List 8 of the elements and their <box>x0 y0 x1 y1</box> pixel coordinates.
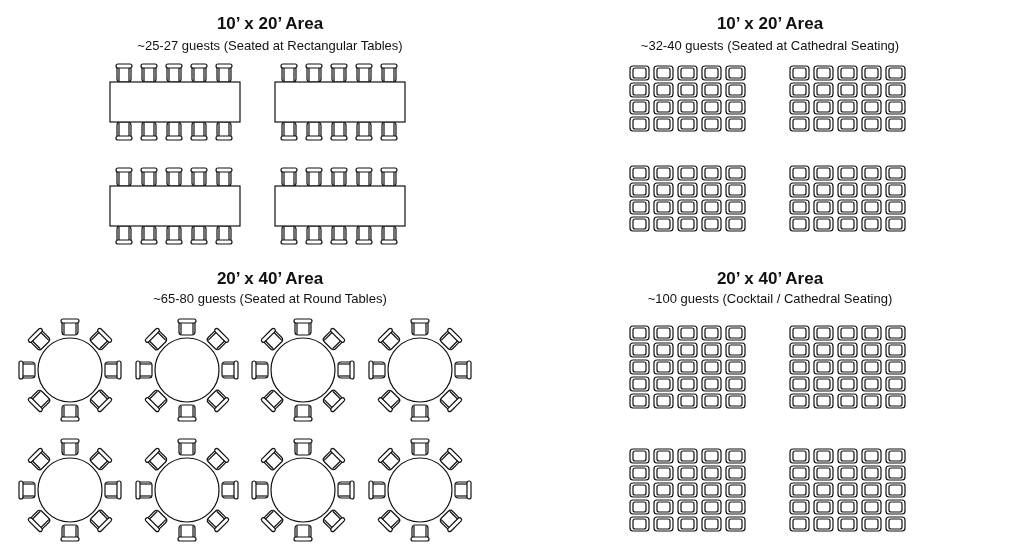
guest-count-subtitle: ~32-40 guests (Seated at Cathedral Seating) <box>639 38 901 53</box>
area-heading: 20’ x 40’ Area <box>215 269 325 289</box>
guest-count-subtitle: ~65-80 guests (Seated at Round Tables) <box>152 291 388 306</box>
area-heading: 10’ x 20’ Area <box>215 14 325 34</box>
area-heading: 20’ x 40’ Area <box>715 269 825 289</box>
guest-count-subtitle: ~100 guests (Cocktail / Cathedral Seating) <box>646 291 894 306</box>
area-heading: 10’ x 20’ Area <box>715 14 825 34</box>
guest-count-subtitle: ~25-27 guests (Seated at Rectangular Tables) <box>136 38 404 53</box>
